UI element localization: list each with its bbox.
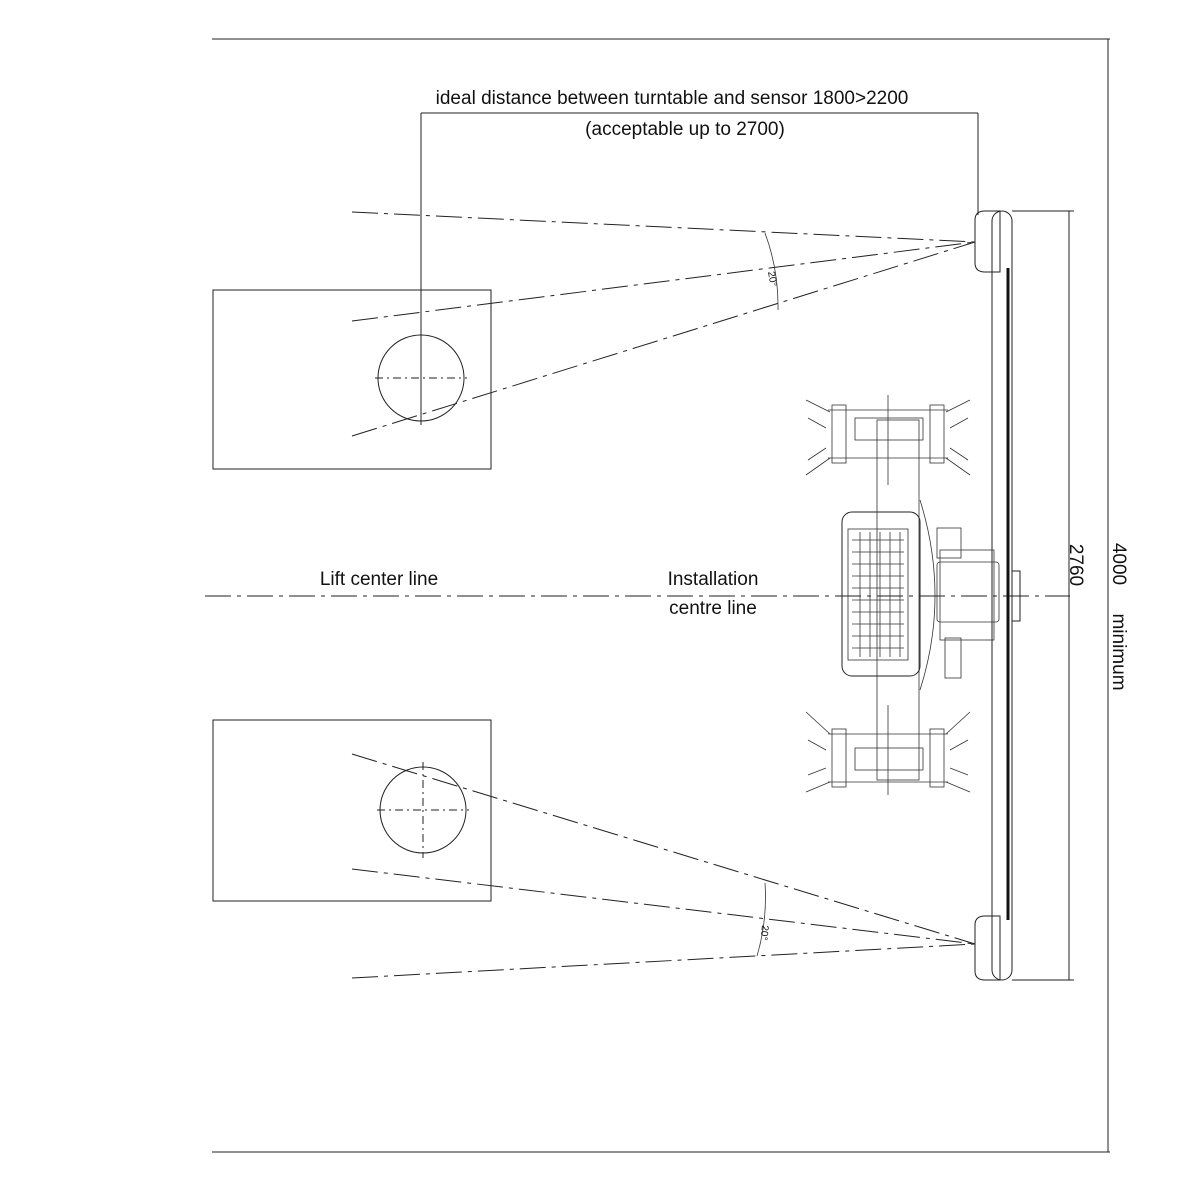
wheel-clamps-bottom [805,705,971,795]
sensor-rays-top: 20° [351,211,976,437]
distance-dimension [420,112,979,425]
angle-label-bottom: 20° [758,925,770,941]
wheel-clamps-top [805,395,971,485]
lift-center-line-label: Lift center line [320,569,438,590]
distance-label: ideal distance between turntable and sen… [436,88,909,109]
distance-sublabel: (acceptable up to 2700) [585,119,785,140]
dimension-outer-label-group: 4000 minimum [1108,543,1129,691]
installation-sublabel: centre line [669,598,757,619]
room-boundary [212,38,1110,1153]
installation-label: Installation [668,569,759,590]
dimension-inner-label: 2760 [1065,544,1086,586]
turntable-top [212,289,492,470]
sensor-bar [974,210,1021,981]
turntable-bottom [212,719,492,902]
angle-label-top: 20° [765,271,778,288]
dimension-outer-label: 4000 [1108,543,1129,585]
dimension-outer-suffix: minimum [1108,613,1129,690]
aligner-cabinet [841,419,1000,781]
sensor-rays-bottom: 20° [351,753,976,979]
